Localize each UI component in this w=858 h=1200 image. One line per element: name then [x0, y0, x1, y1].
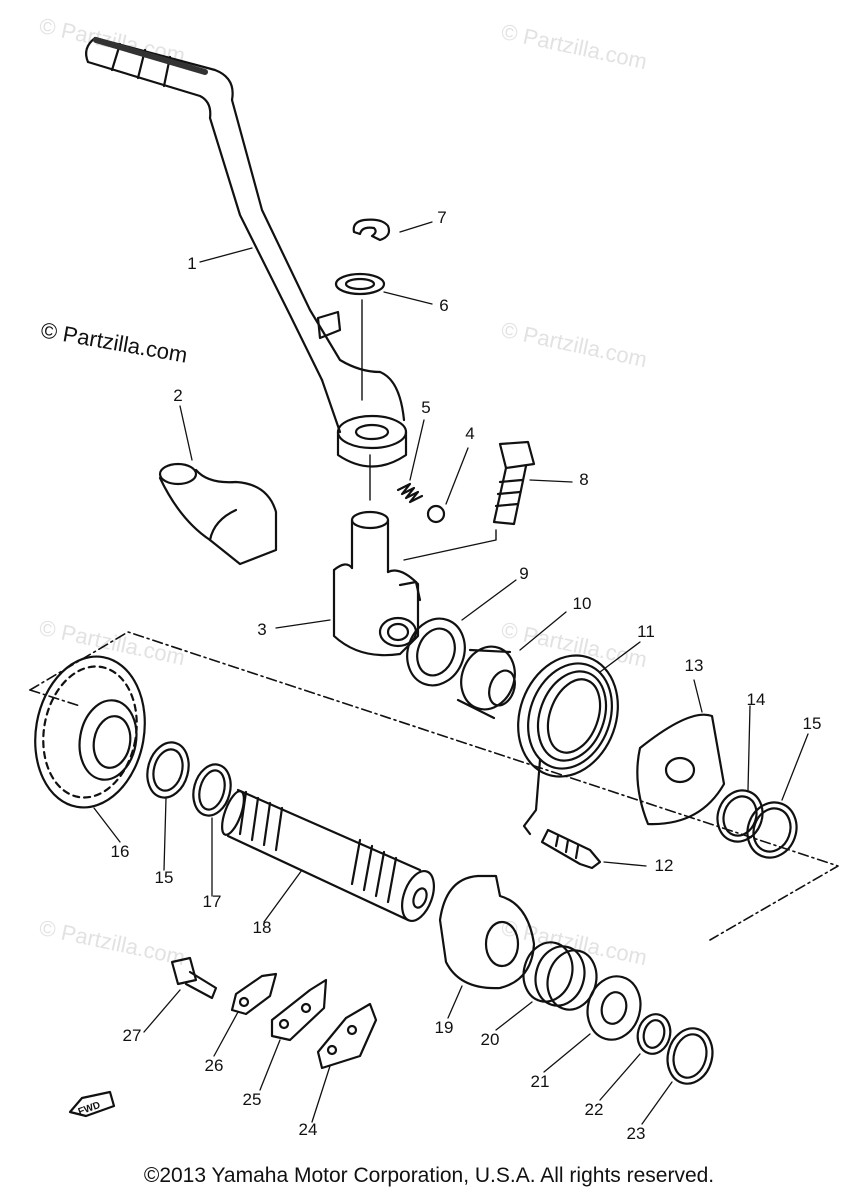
- callout-20: 20: [480, 1030, 500, 1049]
- callout-19: 19: [434, 1018, 454, 1037]
- lock-plate-part: [230, 972, 278, 1016]
- callout-18: 18: [252, 918, 272, 937]
- copyright-notice: ©2013 Yamaha Motor Corporation, U.S.A. A…: [143, 1164, 715, 1187]
- callout-5: 5: [421, 398, 431, 417]
- kick-lever-part: [85, 36, 408, 468]
- callout-27: 27: [122, 1026, 142, 1045]
- circlip-part: [352, 218, 391, 242]
- washer-part: [334, 272, 386, 296]
- callout-23: 23: [626, 1124, 646, 1143]
- callout-3: 3: [257, 620, 267, 639]
- callout-10: 10: [572, 594, 592, 613]
- stopper-part: [316, 1002, 378, 1070]
- callout-21: 21: [530, 1072, 550, 1091]
- washer-part: [146, 741, 190, 799]
- torsion-spring-part: [517, 654, 619, 836]
- spring-part: [522, 941, 598, 1011]
- kick-boss-part: [332, 510, 422, 657]
- callout-13: 13: [684, 656, 704, 675]
- pin-part: [540, 828, 602, 870]
- callout-25: 25: [242, 1090, 262, 1109]
- oil-seal-part: [406, 617, 466, 687]
- washer-part: [666, 1027, 714, 1085]
- fwd-arrow-icon: [68, 1090, 116, 1118]
- callout-8: 8: [579, 470, 589, 489]
- callout-22: 22: [584, 1100, 604, 1119]
- callout-7: 7: [437, 208, 447, 227]
- callout-11: 11: [637, 622, 655, 641]
- callout-9: 9: [519, 564, 529, 583]
- spring-part: [396, 482, 424, 504]
- callout-15: 15: [154, 868, 174, 887]
- bolt-part: [170, 956, 218, 1000]
- bolt-part: [492, 440, 536, 526]
- callout-14: 14: [746, 690, 766, 709]
- gear-part: [34, 655, 146, 809]
- callout-1: 1: [187, 254, 197, 273]
- circlip-part: [192, 763, 232, 817]
- bushing-part: [456, 645, 516, 720]
- callout-4: 4: [465, 424, 475, 443]
- stopper-plate-part: [270, 978, 328, 1042]
- ratchet-part: [438, 874, 536, 990]
- callout-15: 15: [802, 714, 822, 733]
- washer-part: [746, 801, 798, 859]
- callout-24: 24: [298, 1120, 318, 1139]
- kick-shaft-part: [221, 788, 435, 922]
- clip-part: [716, 789, 764, 843]
- callout-16: 16: [110, 842, 130, 861]
- washer-part: [586, 975, 642, 1041]
- clip-part: [636, 1013, 672, 1055]
- callout-6: 6: [439, 296, 449, 315]
- boot-part: [158, 462, 278, 566]
- plate-part: [636, 713, 726, 826]
- callout-2: 2: [173, 386, 183, 405]
- callout-17: 17: [202, 892, 222, 911]
- callout-12: 12: [654, 856, 674, 875]
- ball-part: [426, 504, 446, 524]
- callout-26: 26: [204, 1056, 224, 1075]
